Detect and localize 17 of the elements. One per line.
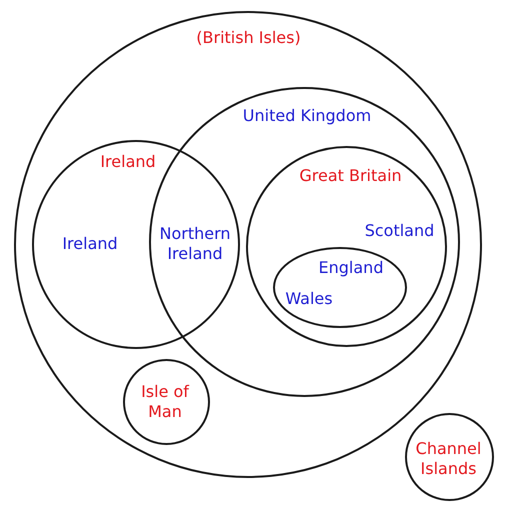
region-label: Isle of Man: [140, 382, 190, 422]
region-label: (British Isles): [196, 28, 301, 48]
region-label: Northern Ireland: [158, 224, 232, 264]
region-label: Scotland: [364, 220, 434, 240]
region-label: England: [318, 258, 384, 278]
region-label: United Kingdom: [242, 106, 372, 126]
region-label: Great Britain: [299, 166, 402, 186]
region-label: Ireland: [100, 152, 156, 172]
region-circle: [246, 146, 447, 347]
region-label: Ireland: [62, 234, 118, 254]
region-circle: [32, 140, 240, 348]
region-circle: [14, 11, 482, 478]
region-label: Wales: [285, 289, 333, 309]
region-label: Channel Islands: [414, 438, 482, 478]
region-circle: [405, 413, 494, 501]
region-circle: [122, 358, 210, 444]
region-ellipse: [272, 246, 406, 328]
